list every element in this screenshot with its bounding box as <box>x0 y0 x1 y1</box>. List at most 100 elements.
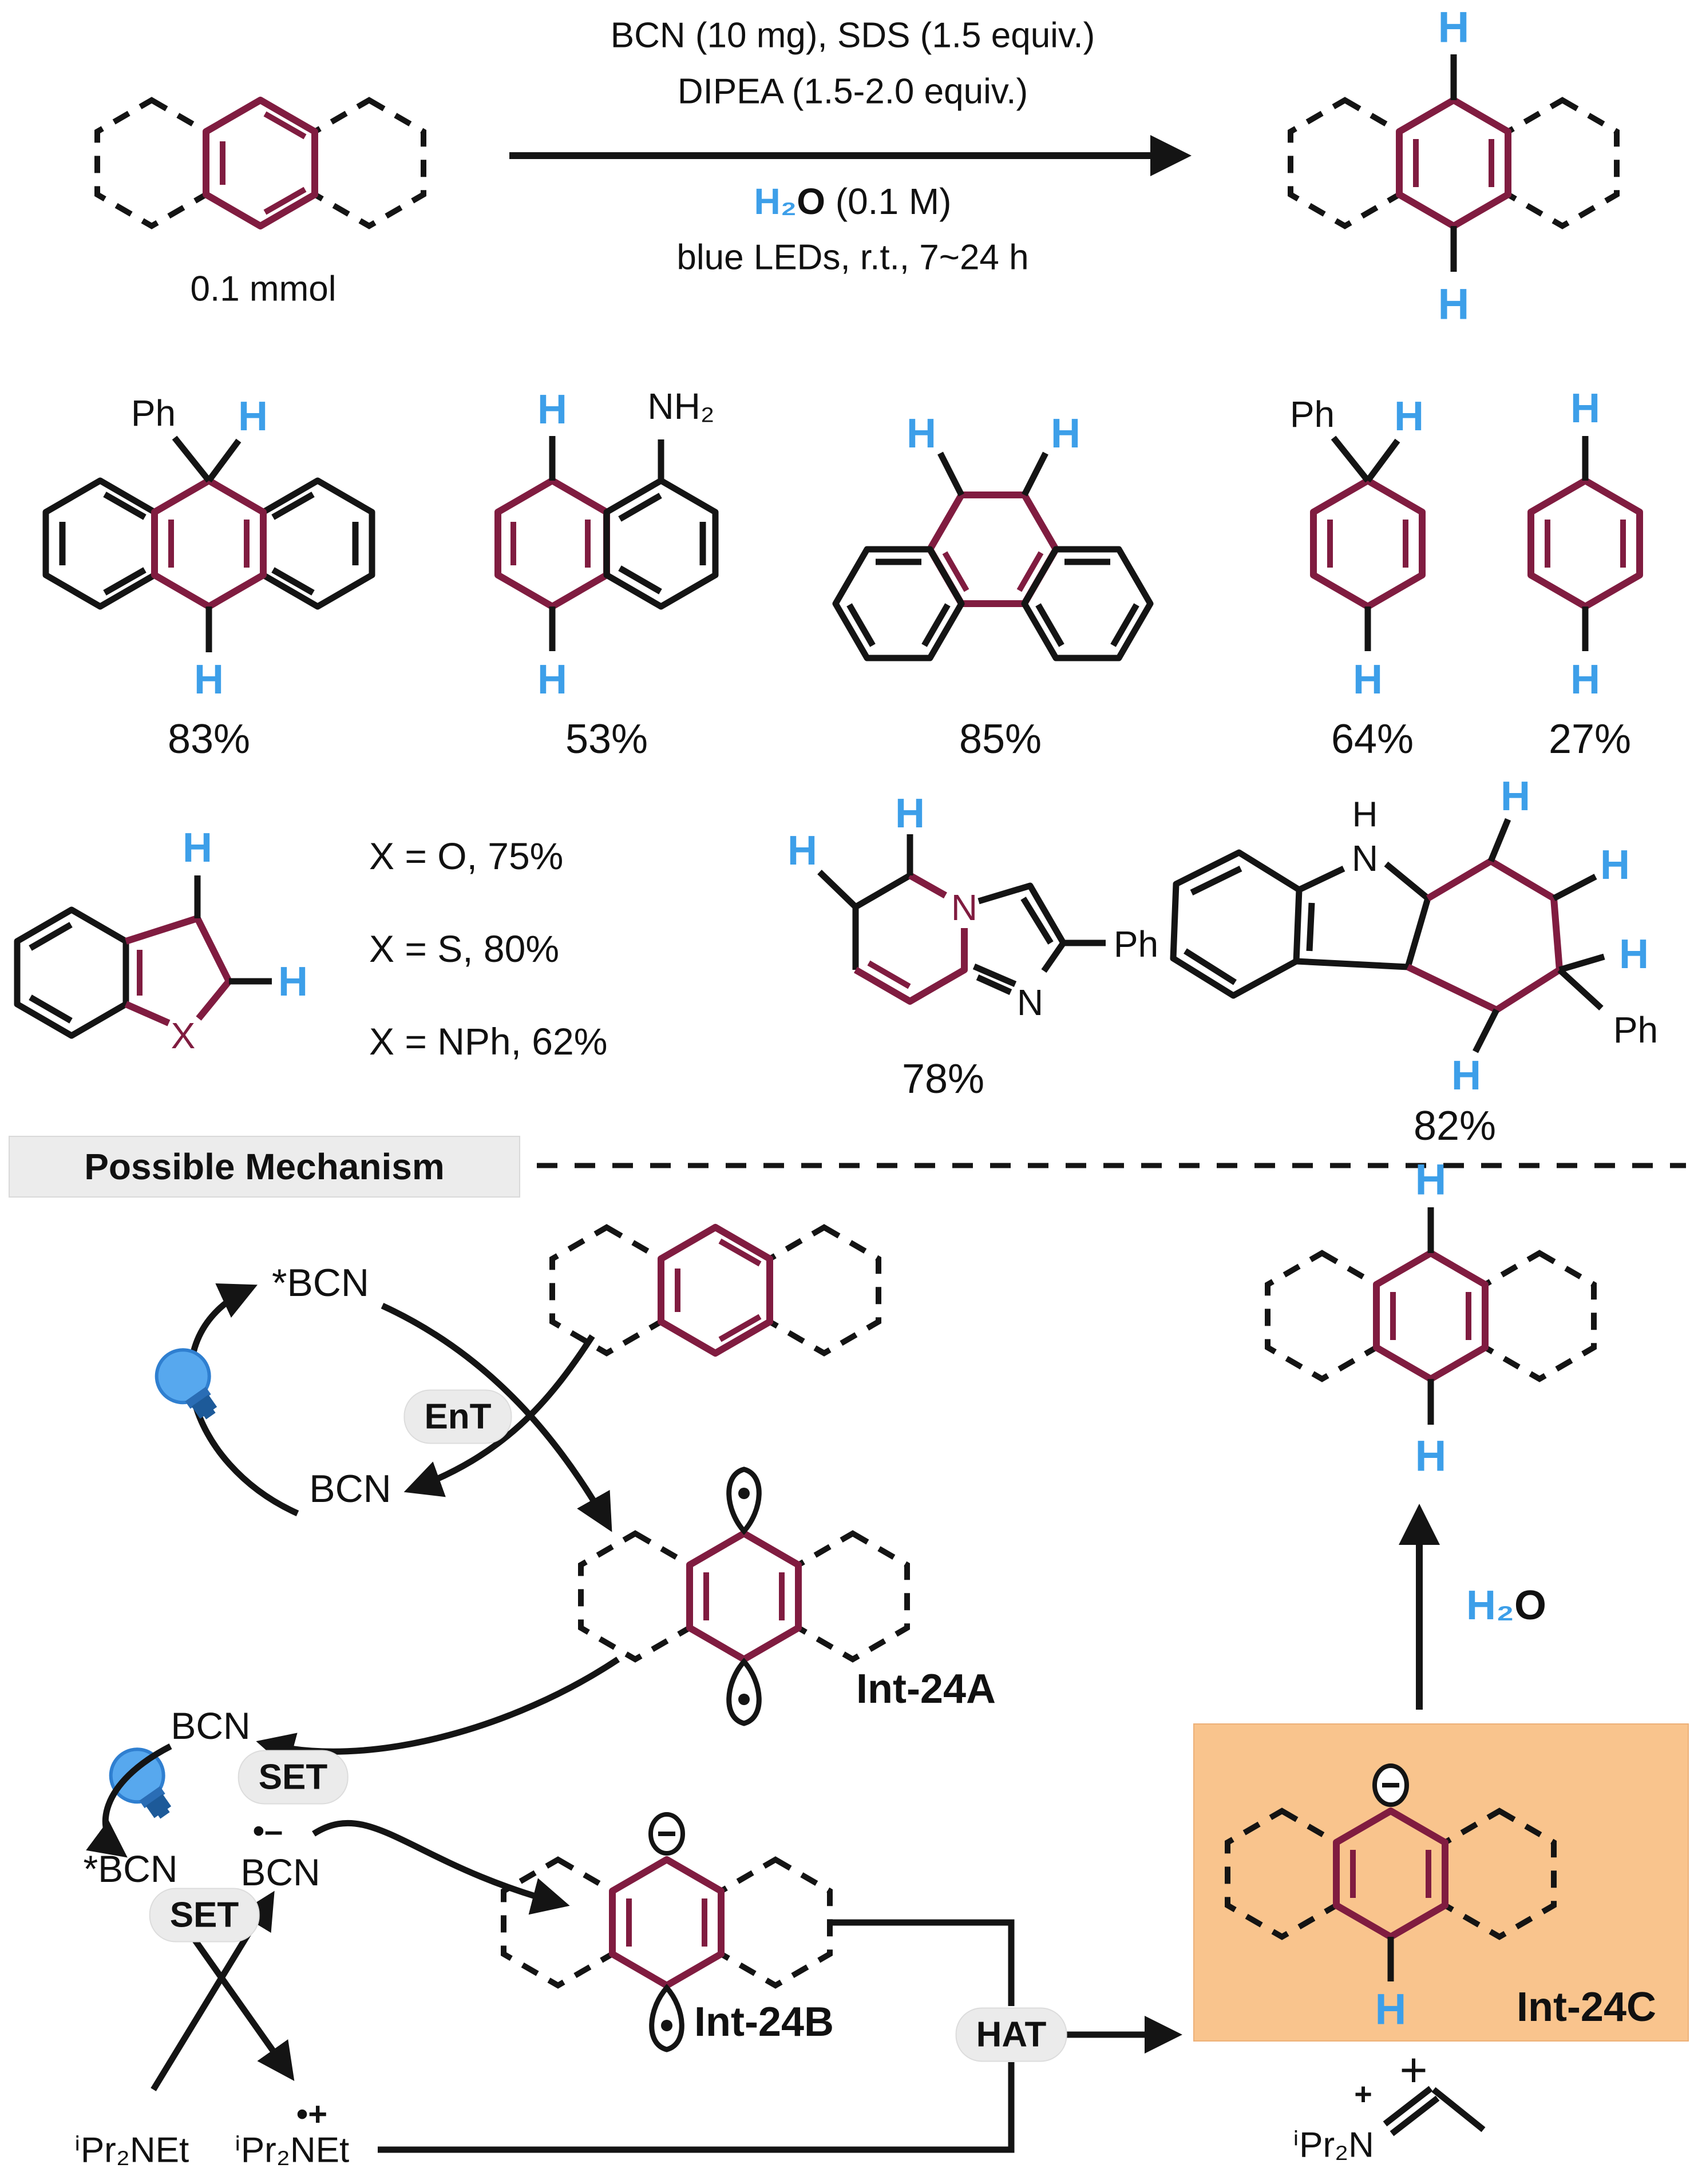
n-atom-label: N <box>951 887 978 928</box>
solvent-line: H₂O (0.1 M) <box>754 180 952 223</box>
h-atom-label: H <box>1415 1432 1447 1481</box>
x-heteroatom-label: X <box>171 1015 196 1056</box>
h2o-label: H₂O <box>1466 1582 1546 1629</box>
bcn-label: BCN <box>309 1467 391 1511</box>
excited-bcn-to-int24a-arrow <box>381 1303 612 1532</box>
x-variant-label: X = S, 80% <box>369 927 560 970</box>
solvent-h2: H₂ <box>754 181 797 222</box>
yield-label: 82% <box>1413 1103 1497 1149</box>
int-24a-structure <box>578 1466 910 1726</box>
conditions-line-4: blue LEDs, r.t., 7~24 h <box>676 237 1029 278</box>
nh-hydrogen-label: H <box>1352 795 1378 835</box>
product-64-structure <box>1310 435 1426 651</box>
set-step-badge: SET <box>238 1750 349 1805</box>
h-atom-label: H <box>895 791 925 837</box>
dipea-radical-cation-label: ⁱPr₂NEt <box>234 2130 350 2170</box>
product-82-structure <box>1170 818 1605 1053</box>
int-24b-structure <box>501 1812 833 2052</box>
h-atom-label: H <box>537 387 567 433</box>
h-atom-label: H <box>907 411 936 457</box>
product-x-structure <box>14 875 272 1039</box>
plus-sign: + <box>1399 2043 1428 2097</box>
int24b-to-hat-connector <box>833 1919 1015 2006</box>
h-atom-label: H <box>1438 3 1470 52</box>
h-atom-label: H <box>1394 394 1424 439</box>
substrate-amount: 0.1 mmol <box>190 269 337 309</box>
product-27-structure <box>1527 436 1643 651</box>
conditions-line-2: DIPEA (1.5-2.0 equiv.) <box>677 72 1028 112</box>
int-24a-label: Int-24A <box>856 1666 996 1712</box>
x-variant-label: X = NPh, 62% <box>369 1020 608 1063</box>
radical-orbital-icon <box>649 1984 684 2052</box>
h-atom-label: H <box>1600 842 1630 888</box>
solvent-rest: (0.1 M) <box>825 181 952 222</box>
mechanism-substrate-structure <box>549 1224 881 1357</box>
set-cycle-arc <box>86 1743 172 1858</box>
solvent-o: O <box>797 181 825 222</box>
ph-label: Ph <box>1289 394 1335 435</box>
yield-label: 78% <box>901 1056 985 1102</box>
mechanism-section-title: Possible Mechanism <box>9 1136 520 1198</box>
h-atom-label: H <box>1570 386 1600 431</box>
ph-label: Ph <box>130 393 176 434</box>
ph-label: Ph <box>1113 923 1159 965</box>
int-24c-label: Int-24C <box>1516 1984 1657 2030</box>
h-atom-label: H <box>1415 1155 1447 1204</box>
h-atom-label: H <box>183 825 212 871</box>
h2o-h2: H₂ <box>1466 1583 1514 1628</box>
product-53-structure <box>494 436 719 651</box>
int24a-to-bcn-arrow <box>256 1656 620 1770</box>
product-83-structure <box>42 435 375 652</box>
yield-label: 64% <box>1331 716 1414 762</box>
n-atom-label: N <box>1351 838 1379 879</box>
radical-orbital-icon <box>726 1658 762 1726</box>
yield-label: 83% <box>167 716 251 762</box>
excited-bcn-label: *BCN <box>271 1261 370 1305</box>
h-atom-label: H <box>1501 774 1530 819</box>
yield-label: 27% <box>1548 716 1632 762</box>
h-atom-label: H <box>194 657 224 703</box>
h-atom-label: H <box>1375 1985 1407 2034</box>
bcn-anion-to-int24b-arrow <box>312 1820 570 1915</box>
radical-anion-sign: •– <box>252 1812 283 1850</box>
h-atom-label: H <box>238 394 268 439</box>
h2o-o: O <box>1514 1583 1547 1628</box>
nh2-label: NH₂ <box>647 386 715 427</box>
conditions-line-1: BCN (10 mg), SDS (1.5 equiv.) <box>610 15 1095 56</box>
iminium-charge-sign: + <box>1354 2077 1372 2111</box>
yield-label: 53% <box>565 716 648 762</box>
bcn-label: BCN <box>171 1705 251 1747</box>
int-24c-highlight-box <box>1193 1723 1689 2042</box>
dipea-label: ⁱPr₂NEt <box>74 2130 189 2170</box>
n-atom-label: N <box>1016 982 1044 1023</box>
yield-label: 85% <box>959 716 1042 762</box>
int-24b-label: Int-24B <box>694 1999 834 2045</box>
substrate-to-bcn-arrow <box>403 1334 595 1497</box>
product-85-structure <box>832 451 1154 661</box>
int-24c-structure <box>1225 1763 1557 1981</box>
ent-step-badge: EnT <box>403 1389 512 1444</box>
ph-label: Ph <box>1613 1009 1659 1051</box>
x-variant-label: X = O, 75% <box>369 835 564 877</box>
amine-cation-to-hat-connector <box>378 2062 1015 2153</box>
h-atom-label: H <box>1353 657 1383 703</box>
h-atom-label: H <box>787 828 817 874</box>
h-atom-label: H <box>278 959 308 1005</box>
h-atom-label: H <box>1570 657 1600 703</box>
product-structure <box>1288 54 1620 272</box>
iminium-label: ⁱPr₂N <box>1293 2125 1374 2165</box>
h-atom-label: H <box>1619 932 1649 977</box>
radical-orbital-icon <box>726 1466 762 1535</box>
radical-cation-sign: •+ <box>296 2095 328 2133</box>
h-atom-label: H <box>537 657 567 703</box>
lightbulb-icon <box>109 1747 172 1819</box>
product-78-structure <box>817 834 1106 1005</box>
h-atom-label: H <box>1451 1053 1481 1099</box>
bcn-radical-anion-label: BCN <box>240 1851 320 1893</box>
iminium-structure <box>1383 2086 1486 2137</box>
substrate-structure <box>94 97 426 229</box>
h-atom-label: H <box>1051 411 1081 457</box>
mechanism-product-structure <box>1265 1207 1597 1425</box>
